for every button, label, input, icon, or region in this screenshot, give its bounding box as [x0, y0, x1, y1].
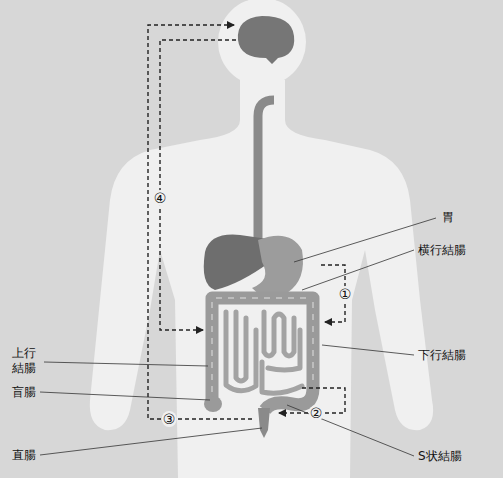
- callout-number: ③: [162, 411, 177, 427]
- callout-number: ②: [309, 405, 324, 421]
- organ-label: S状結腸: [418, 449, 462, 464]
- callout-number: ④: [153, 190, 168, 206]
- organ-label: 直腸: [12, 448, 36, 463]
- organ-label: 盲腸: [12, 385, 36, 400]
- callout-number: ①: [338, 286, 353, 302]
- organ-label: 横行結腸: [418, 243, 466, 258]
- organ-label: 下行結腸: [418, 348, 466, 363]
- organ-label: 上行 結腸: [12, 346, 48, 376]
- organ-label: 胃: [442, 210, 454, 225]
